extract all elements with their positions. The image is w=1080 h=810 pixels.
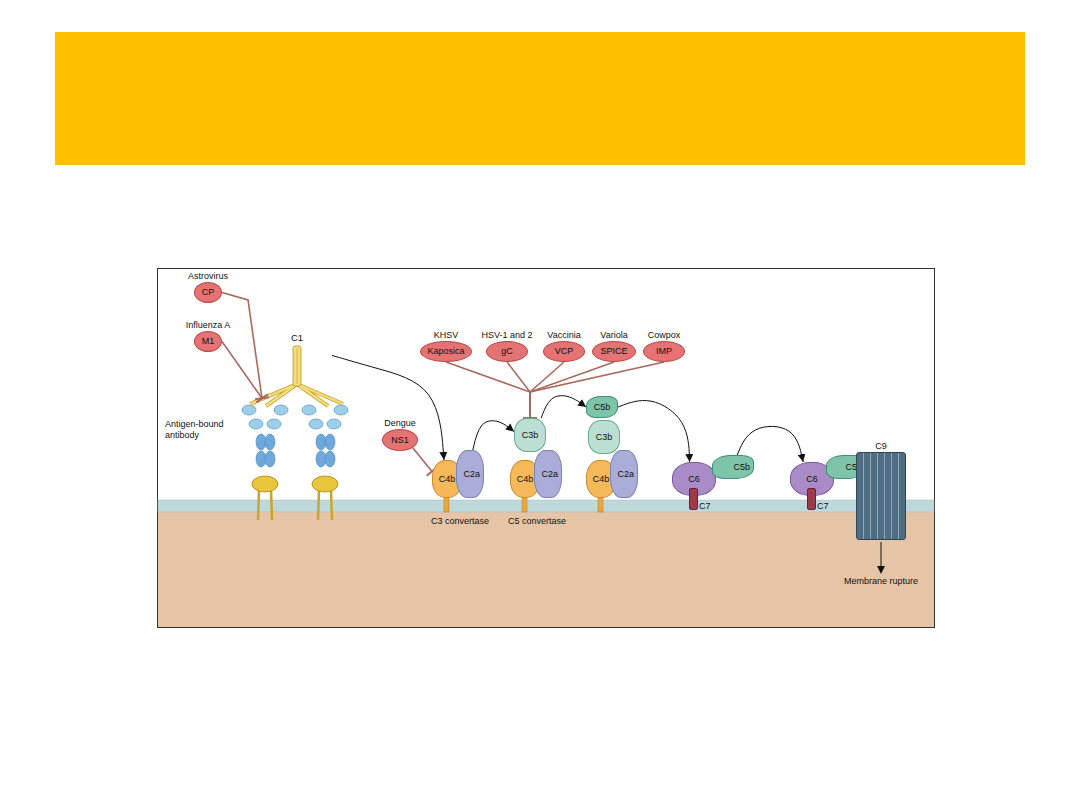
- rupture-arrow: [881, 542, 882, 568]
- c9-pore: C9: [856, 452, 906, 540]
- viral-protein-ellipse: DengueNS1: [382, 429, 418, 451]
- complement-protein: C2a: [456, 450, 484, 498]
- activation-arrow: [473, 421, 514, 450]
- rupture-arrowhead: [877, 566, 885, 574]
- protein-name: C5b: [594, 402, 611, 412]
- viral-protein-ellipse: Influenza AM1: [194, 331, 222, 352]
- activation-arrow: [332, 355, 444, 460]
- activation-arrow: [541, 396, 586, 418]
- protein-name: Kaposica: [427, 346, 464, 356]
- protein-name: C3b: [596, 432, 613, 442]
- complement-protein: C7: [689, 488, 698, 510]
- viral-protein-ellipse: AstrovirusCP: [194, 282, 222, 303]
- cytoplasm: [158, 512, 934, 627]
- antigen: [252, 476, 338, 520]
- protein-name: C7: [817, 501, 829, 511]
- pathogen-name: HSV-1 and 2: [480, 330, 533, 340]
- inhibition-line: [413, 448, 432, 472]
- structure-label: Antigen-bound antibody: [165, 419, 245, 441]
- complex-label: C5 convertase: [508, 516, 566, 527]
- protein-name: C4b: [517, 474, 534, 484]
- complement-protein: C5b: [712, 455, 754, 479]
- protein-name: VCP: [555, 346, 574, 356]
- complement-protein: C2a: [534, 450, 562, 498]
- outcome-label: Membrane rupture: [844, 576, 918, 587]
- protein-name: C7: [699, 501, 711, 511]
- inhibition-line: [530, 362, 664, 418]
- protein-name: C5b: [733, 462, 750, 472]
- inhibition-line: [530, 362, 614, 418]
- inhibition-line: [222, 293, 262, 399]
- c1-molecule: [250, 346, 343, 406]
- pathogen-name: Dengue: [383, 418, 417, 428]
- protein-name: C2a: [463, 469, 480, 479]
- protein-name: C4b: [593, 474, 610, 484]
- pathogen-name: Variola: [599, 330, 628, 340]
- pathogen-name: Cowpox: [647, 330, 682, 340]
- protein-name: NS1: [391, 435, 409, 445]
- viral-protein-ellipse: VacciniaVCP: [543, 341, 585, 362]
- pathogen-name: KHSV: [433, 330, 460, 340]
- viral-protein-ellipse: HSV-1 and 2gC: [486, 341, 528, 362]
- protein-name: IMP: [656, 346, 672, 356]
- protein-name: C6: [688, 474, 700, 484]
- protein-name: C2a: [541, 469, 558, 479]
- protein-name: C2a: [617, 469, 634, 479]
- complement-protein: C7: [807, 488, 816, 510]
- antibody: [242, 405, 348, 467]
- inhibition-line: [507, 362, 530, 418]
- pathogen-name: Astrovirus: [187, 271, 229, 281]
- protein-name: C1: [291, 333, 303, 344]
- protein-name: C6: [806, 474, 818, 484]
- cell-membrane: [158, 500, 934, 512]
- title-banner: [55, 32, 1025, 165]
- complement-protein: C2a: [610, 450, 638, 498]
- c1-complex: C1: [262, 332, 332, 410]
- protein-name: M1: [202, 336, 215, 346]
- pathogen-name: Influenza A: [185, 320, 232, 330]
- protein-name: C9: [874, 441, 888, 451]
- complement-protein: C3b: [514, 418, 546, 452]
- inhibition-line: [222, 342, 262, 399]
- viral-protein-ellipse: VariolaSPICE: [592, 341, 636, 362]
- figure-frame: [158, 269, 935, 628]
- complement-protein: C3b: [588, 420, 620, 454]
- inhibition-line: [446, 362, 530, 418]
- protein-name: C3b: [522, 430, 539, 440]
- protein-name: gC: [501, 346, 513, 356]
- protein-name: SPICE: [600, 346, 627, 356]
- complement-protein: C5b: [586, 396, 618, 418]
- viral-protein-ellipse: KHSVKaposica: [420, 341, 472, 362]
- viral-protein-ellipse: CowpoxIMP: [643, 341, 685, 362]
- complex-label: C3 convertase: [431, 516, 489, 527]
- protein-name: CP: [202, 287, 215, 297]
- pathogen-name: Vaccinia: [546, 330, 581, 340]
- protein-name: C4b: [439, 474, 456, 484]
